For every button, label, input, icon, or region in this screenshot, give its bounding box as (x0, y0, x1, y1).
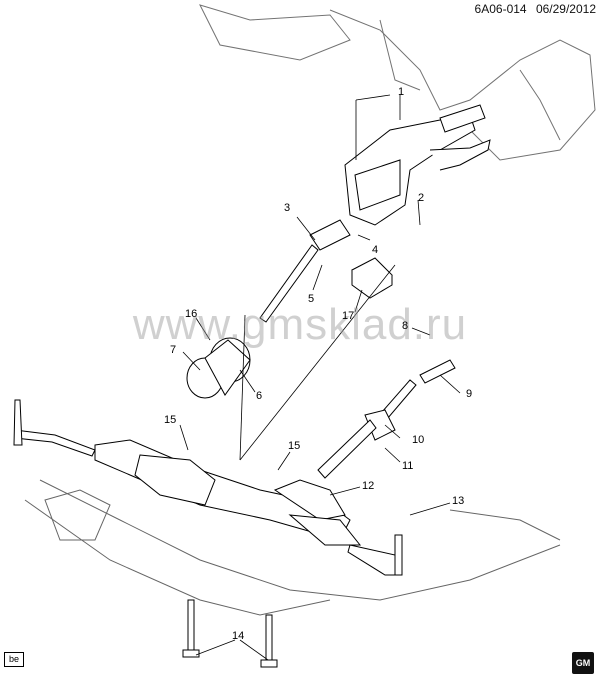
boot-seal (186, 337, 251, 399)
callout-16: 16 (185, 308, 198, 320)
leader-lines (179, 94, 461, 661)
callout-2: 2 (418, 192, 425, 204)
diagram-date: 06/29/2012 (535, 2, 596, 16)
callout-14: 14 (232, 630, 245, 642)
callout-8: 8 (402, 320, 409, 332)
steering-column (344, 104, 491, 226)
callout-4: 4 (372, 244, 379, 256)
intermediate-shaft (259, 219, 351, 323)
callout-15-right: 15 (288, 440, 301, 452)
steering-gear (94, 439, 362, 546)
tie-rods (13, 399, 403, 576)
bolts (182, 599, 278, 668)
watermark: www.gmsklad.ru (132, 300, 468, 349)
subframe (24, 479, 561, 616)
callout-17: 17 (342, 310, 355, 322)
gm-logo: GM (572, 652, 594, 674)
callout-1: 1 (398, 86, 405, 98)
callout-15-left: 15 (164, 414, 177, 426)
body-frame-top (199, 4, 596, 161)
callout-13: 13 (452, 495, 465, 507)
callout-11: 11 (402, 460, 414, 472)
diagram-header: 6A06-014 06/29/2012 (475, 2, 596, 16)
pinion-shaft (317, 359, 456, 479)
callout-6: 6 (256, 390, 263, 402)
callout-10: 10 (412, 434, 425, 446)
callout-5: 5 (308, 293, 315, 305)
callout-3: 3 (284, 202, 291, 214)
callout-7: 7 (170, 344, 177, 356)
bracket (351, 257, 393, 299)
callout-9: 9 (466, 388, 473, 400)
callout-12: 12 (362, 480, 375, 492)
diagram-ref: 6A06-014 (474, 2, 527, 16)
be-badge: be (4, 652, 24, 667)
